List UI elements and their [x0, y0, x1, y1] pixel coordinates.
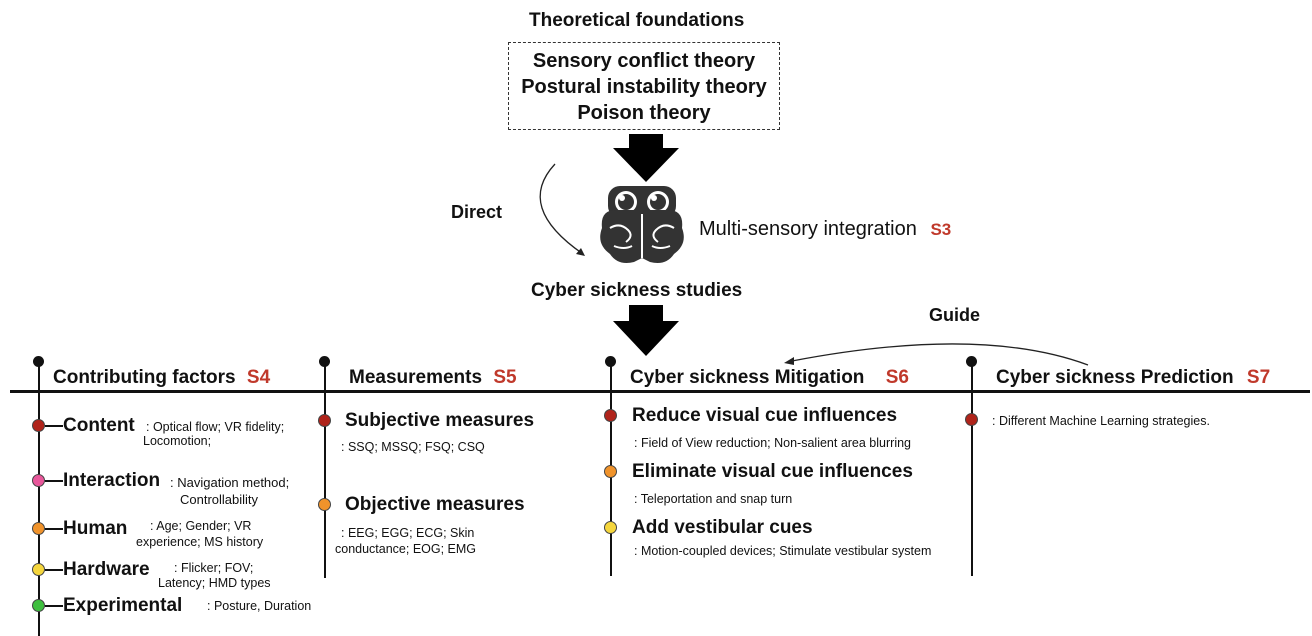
integration-text: Multi-sensory integration — [699, 218, 917, 240]
factor-human-detail: experience; MS history — [136, 535, 264, 549]
column-title-text: Cyber sickness Prediction — [996, 367, 1234, 388]
mitigation-reduce: Reduce visual cue influences — [632, 405, 898, 426]
theory-item: Postural instability theory — [521, 76, 767, 98]
direct-label: Direct — [451, 202, 503, 222]
factor-human: Human — [63, 518, 128, 539]
factor-hardware: Hardware — [63, 559, 150, 580]
column-marker — [605, 356, 616, 367]
connector — [45, 605, 63, 607]
experimental-dot — [32, 599, 45, 612]
column-stem — [38, 362, 40, 636]
eliminate-dot — [604, 465, 617, 478]
objective-dot — [318, 498, 331, 511]
factor-human-detail: : Age; Gender; VR — [150, 519, 252, 533]
section-badge: S5 — [493, 367, 517, 388]
connector — [45, 528, 63, 530]
column-title-prediction: Cyber sickness Prediction S7 — [996, 367, 1270, 389]
brain-vr-headset-icon — [600, 186, 684, 263]
section-badge: S6 — [885, 367, 909, 388]
column-title-text: Cyber sickness Mitigation — [630, 367, 865, 388]
factor-interaction-detail: : Navigation method; — [170, 475, 290, 490]
guide-arrow-icon — [784, 343, 1089, 366]
theories-box: Sensory conflict theory Postural instabi… — [508, 42, 780, 130]
subjective-dot — [318, 414, 331, 427]
theory-item: Poison theory — [577, 102, 711, 124]
section-badge: S3 — [930, 220, 952, 239]
measure-objective-detail: conductance; EOG; EMG — [335, 542, 477, 556]
column-stem — [971, 362, 973, 576]
column-marker — [33, 356, 44, 367]
column-stem — [324, 362, 326, 578]
timeline-axis — [10, 390, 1310, 393]
connector — [45, 425, 63, 427]
mitigation-eliminate: Eliminate visual cue influences — [632, 461, 913, 482]
column-title-mitigation: Cyber sickness Mitigation S6 — [630, 367, 909, 389]
integration-label: Multi-sensory integration S3 — [699, 218, 951, 241]
theory-item: Sensory conflict theory — [532, 50, 756, 72]
prediction-dot — [965, 413, 978, 426]
section-badge: S4 — [246, 367, 271, 388]
down-arrow-icon — [613, 134, 679, 182]
column-title-text: Contributing factors — [53, 367, 236, 388]
column-title-factors: Contributing factors S4 — [53, 367, 270, 389]
mitigation-vestibular: Add vestibular cues — [632, 517, 813, 538]
foundations-title: Theoretical foundations — [529, 10, 745, 31]
factor-interaction: Interaction — [63, 470, 161, 491]
factor-content: Content — [63, 415, 135, 436]
content-dot — [32, 419, 45, 432]
connector — [45, 480, 63, 482]
factor-hardware-detail: Latency; HMD types — [158, 576, 271, 590]
column-marker — [966, 356, 977, 367]
down-arrow-icon — [613, 305, 679, 356]
prediction-detail: : Different Machine Learning strategies. — [992, 414, 1210, 428]
measure-subjective-detail: : SSQ; MSSQ; FSQ; CSQ — [341, 440, 485, 454]
studies-label: Cyber sickness studies — [531, 280, 743, 301]
direct-arrow-icon — [539, 163, 585, 256]
vestibular-dot — [604, 521, 617, 534]
connector — [45, 569, 63, 571]
factor-experimental-detail: : Posture, Duration — [207, 599, 312, 613]
mitigation-vestibular-detail: : Motion-coupled devices; Stimulate vest… — [634, 544, 932, 558]
column-title-measurements: Measurements S5 — [349, 367, 517, 389]
factor-experimental: Experimental — [63, 595, 183, 616]
factor-content-detail: Locomotion; — [143, 434, 212, 448]
hardware-dot — [32, 563, 45, 576]
factor-interaction-detail: Controllability — [180, 492, 259, 507]
mitigation-eliminate-detail: : Teleportation and snap turn — [634, 492, 793, 506]
measure-objective-detail: : EEG; EGG; ECG; Skin — [341, 526, 475, 540]
mitigation-reduce-detail: : Field of View reduction; Non-salient a… — [634, 436, 911, 450]
column-title-text: Measurements — [349, 367, 483, 388]
human-dot — [32, 522, 45, 535]
column-marker — [319, 356, 330, 367]
measure-subjective: Subjective measures — [345, 410, 535, 431]
factor-hardware-detail: : Flicker; FOV; — [174, 561, 254, 575]
guide-label: Guide — [929, 305, 981, 325]
section-badge: S7 — [1246, 367, 1271, 388]
factor-content-detail: : Optical flow; VR fidelity; — [146, 420, 285, 434]
measure-objective: Objective measures — [345, 494, 525, 515]
interaction-dot — [32, 474, 45, 487]
reduce-dot — [604, 409, 617, 422]
